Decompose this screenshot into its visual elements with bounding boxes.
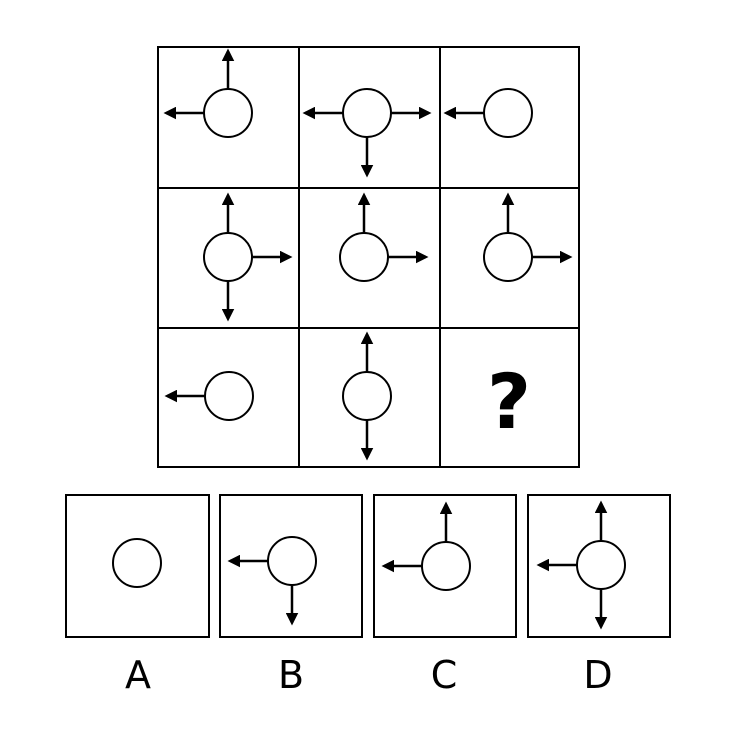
circle-arrows-figure	[483, 192, 573, 282]
circle-shape	[203, 88, 253, 138]
circle-shape	[339, 232, 389, 282]
option-d[interactable]: D	[527, 494, 671, 697]
circle-arrows-figure	[443, 88, 533, 138]
grid-cell-3-2	[298, 327, 441, 468]
circle-shape	[342, 371, 392, 421]
circle-arrows-figure	[112, 538, 162, 588]
circle-arrows-figure	[164, 371, 254, 421]
circle-shape	[204, 371, 254, 421]
answer-options: A B C D	[65, 494, 671, 697]
option-c[interactable]: C	[373, 494, 517, 697]
circle-shape	[576, 540, 626, 590]
circle-arrows-figure	[342, 331, 392, 461]
circle-shape	[483, 88, 533, 138]
circle-shape	[483, 232, 533, 282]
circle-shape	[112, 538, 162, 588]
option-label: C	[431, 653, 458, 697]
grid-cell-1-1	[157, 46, 300, 189]
option-label: A	[125, 653, 151, 697]
grid-cell-3-1	[157, 327, 300, 468]
circle-shape	[203, 232, 253, 282]
circle-arrows-figure	[381, 501, 471, 591]
circle-arrows-figure	[163, 48, 253, 138]
circle-arrows-figure	[302, 88, 432, 178]
grid-cell-1-2	[298, 46, 441, 189]
option-a[interactable]: A	[65, 494, 210, 697]
grid-cell-2-2	[298, 187, 441, 329]
grid-cell-2-3	[439, 187, 580, 329]
grid-cell-3-3: ?	[439, 327, 580, 468]
circle-shape	[421, 541, 471, 591]
puzzle-grid: ?	[157, 46, 580, 468]
question-mark: ?	[487, 357, 531, 446]
circle-arrows-figure	[339, 192, 429, 282]
circle-arrows-figure	[536, 500, 626, 630]
grid-cell-1-3	[439, 46, 580, 189]
circle-arrows-figure	[203, 192, 293, 322]
grid-cell-2-1	[157, 187, 300, 329]
option-b[interactable]: B	[219, 494, 363, 697]
circle-shape	[267, 536, 317, 586]
circle-arrows-figure	[227, 536, 317, 626]
option-label: B	[278, 653, 304, 697]
option-label: D	[583, 653, 612, 697]
circle-shape	[342, 88, 392, 138]
